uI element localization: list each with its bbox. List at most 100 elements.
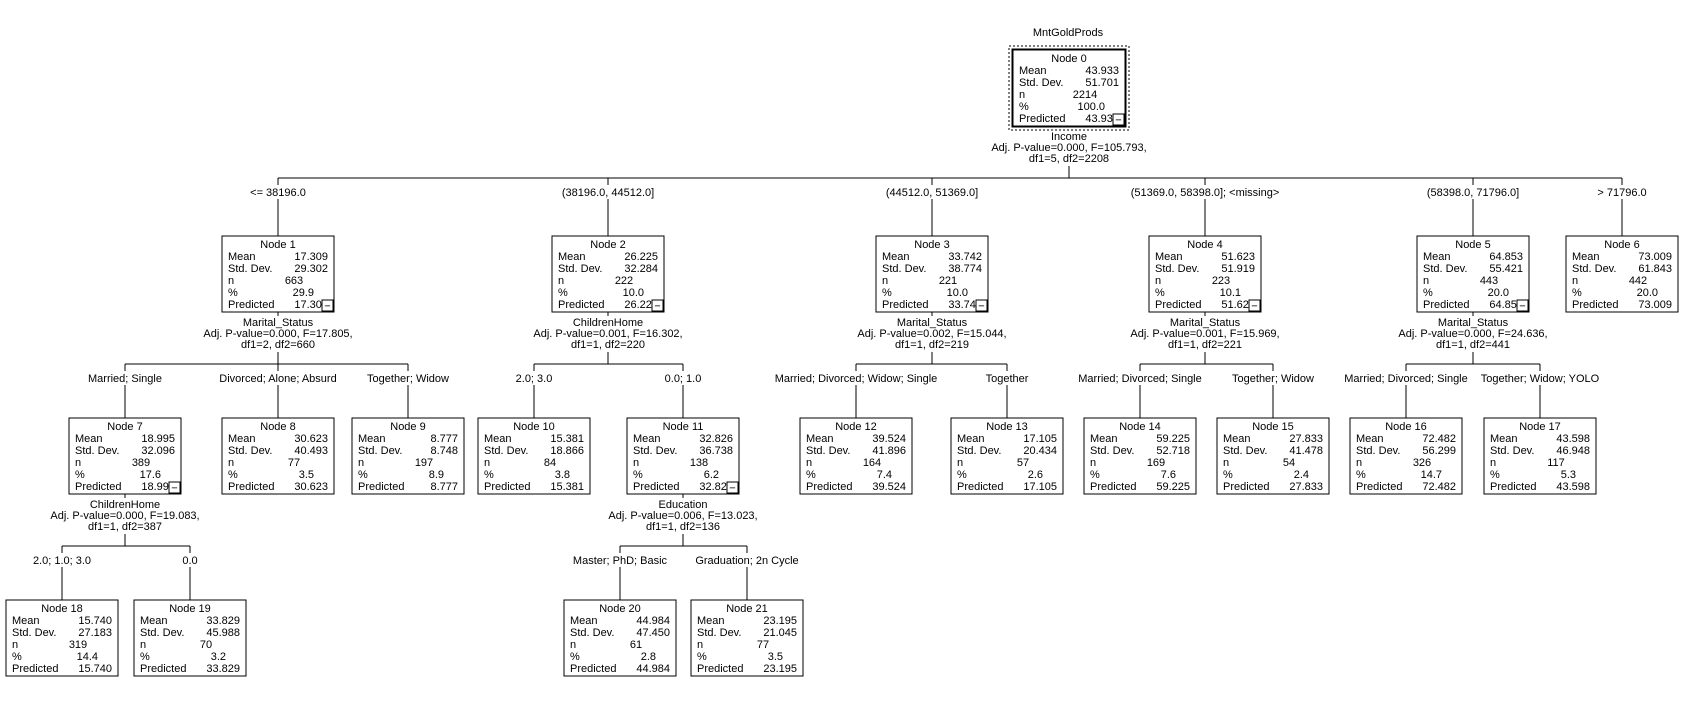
split-statistics: Adj. P-value=0.000, F=19.083, [50, 510, 199, 522]
row-label-n: n [1572, 275, 1578, 287]
collapse-node-button[interactable] [1248, 299, 1261, 312]
row-label-n: n [484, 457, 490, 469]
node-box [133, 599, 247, 677]
row-label-pred: Predicted [1019, 113, 1065, 125]
node-title: Node 8 [260, 421, 295, 433]
row-label-mean: Mean [140, 615, 168, 627]
row-value-pred: 51.623 [1221, 299, 1255, 311]
branch-label: Together [986, 373, 1029, 385]
node-box [1012, 49, 1126, 127]
split-statistics: Adj. P-value=0.001, F=15.969, [1130, 328, 1279, 340]
row-value-pred: 17.309 [294, 299, 328, 311]
row-label-std: Std. Dev. [75, 445, 119, 457]
row-label-mean: Mean [633, 433, 661, 445]
row-value-pct: 3.8 [555, 469, 570, 481]
row-value-std: 41.896 [872, 445, 906, 457]
collapse-node-button[interactable] [726, 481, 739, 494]
split-statistics: Adj. P-value=0.002, F=15.044, [857, 328, 1006, 340]
split-degrees-freedom: df1=2, df2=660 [241, 339, 315, 351]
minus-icon: − [654, 301, 660, 313]
collapse-node-button[interactable] [321, 299, 334, 312]
row-label-n: n [1019, 89, 1025, 101]
row-label-pct: % [1155, 287, 1165, 299]
node-title: Node 0 [1051, 53, 1086, 65]
node-box [690, 599, 804, 677]
row-value-pct: 3.2 [211, 651, 226, 663]
row-label-std: Std. Dev. [1572, 263, 1616, 275]
row-label-n: n [1423, 275, 1429, 287]
row-label-std: Std. Dev. [1423, 263, 1467, 275]
split-degrees-freedom: df1=5, df2=2208 [1029, 153, 1109, 165]
row-value-mean: 17.309 [294, 251, 328, 263]
row-value-pred: 43.598 [1556, 481, 1590, 493]
row-label-n: n [1356, 457, 1362, 469]
row-label-pct: % [570, 651, 580, 663]
node-box [1148, 235, 1262, 313]
split-degrees-freedom: df1=1, df2=220 [571, 339, 645, 351]
collapse-node-button[interactable] [168, 481, 181, 494]
row-label-mean: Mean [484, 433, 512, 445]
collapse-node-button[interactable] [1112, 113, 1125, 126]
row-value-mean: 15.381 [550, 433, 584, 445]
branch-label: Married; Divorced; Widow; Single [775, 373, 938, 385]
branch-label: Married; Divorced; Single [1344, 373, 1468, 385]
row-value-std: 61.843 [1638, 263, 1672, 275]
row-value-pred: 23.195 [763, 663, 797, 675]
row-label-std: Std. Dev. [228, 263, 272, 275]
row-value-n: 389 [132, 457, 150, 469]
row-label-std: Std. Dev. [484, 445, 528, 457]
row-value-std: 27.183 [78, 627, 112, 639]
split-variable: Marital_Status [1170, 317, 1241, 329]
node-box [221, 235, 335, 313]
node-box [1083, 417, 1197, 495]
branch-label: (44512.0, 51369.0] [886, 187, 978, 199]
row-label-std: Std. Dev. [1019, 77, 1063, 89]
row-value-pred: 72.482 [1422, 481, 1456, 493]
row-value-n: 319 [69, 639, 87, 651]
row-value-n: 77 [288, 457, 300, 469]
row-value-pct: 6.2 [704, 469, 719, 481]
target-title: MntGoldProds [1033, 27, 1104, 39]
node-title: Node 1 [260, 239, 295, 251]
row-label-pred: Predicted [1572, 299, 1618, 311]
row-value-std: 51.701 [1085, 77, 1119, 89]
node-title: Node 4 [1187, 239, 1222, 251]
row-label-mean: Mean [697, 615, 725, 627]
row-value-n: 57 [1017, 457, 1029, 469]
collapse-node-button[interactable] [651, 299, 664, 312]
row-label-pred: Predicted [12, 663, 58, 675]
branch-label: Together; Widow [1232, 373, 1314, 385]
branch-label: Together; Widow [367, 373, 449, 385]
row-label-pred: Predicted [957, 481, 1003, 493]
row-label-pct: % [697, 651, 707, 663]
node-title: Node 11 [663, 421, 704, 433]
row-label-pct: % [1490, 469, 1500, 481]
row-label-mean: Mean [1223, 433, 1251, 445]
row-value-pred: 73.009 [1638, 299, 1672, 311]
row-label-n: n [882, 275, 888, 287]
row-label-std: Std. Dev. [957, 445, 1001, 457]
row-label-pred: Predicted [633, 481, 679, 493]
row-value-pct: 2.6 [1028, 469, 1043, 481]
row-label-std: Std. Dev. [882, 263, 926, 275]
row-label-mean: Mean [806, 433, 834, 445]
row-label-n: n [570, 639, 576, 651]
collapse-node-button[interactable] [975, 299, 988, 312]
row-label-n: n [140, 639, 146, 651]
branch-label: <= 38196.0 [250, 187, 306, 199]
collapse-node-button[interactable] [1516, 299, 1529, 312]
